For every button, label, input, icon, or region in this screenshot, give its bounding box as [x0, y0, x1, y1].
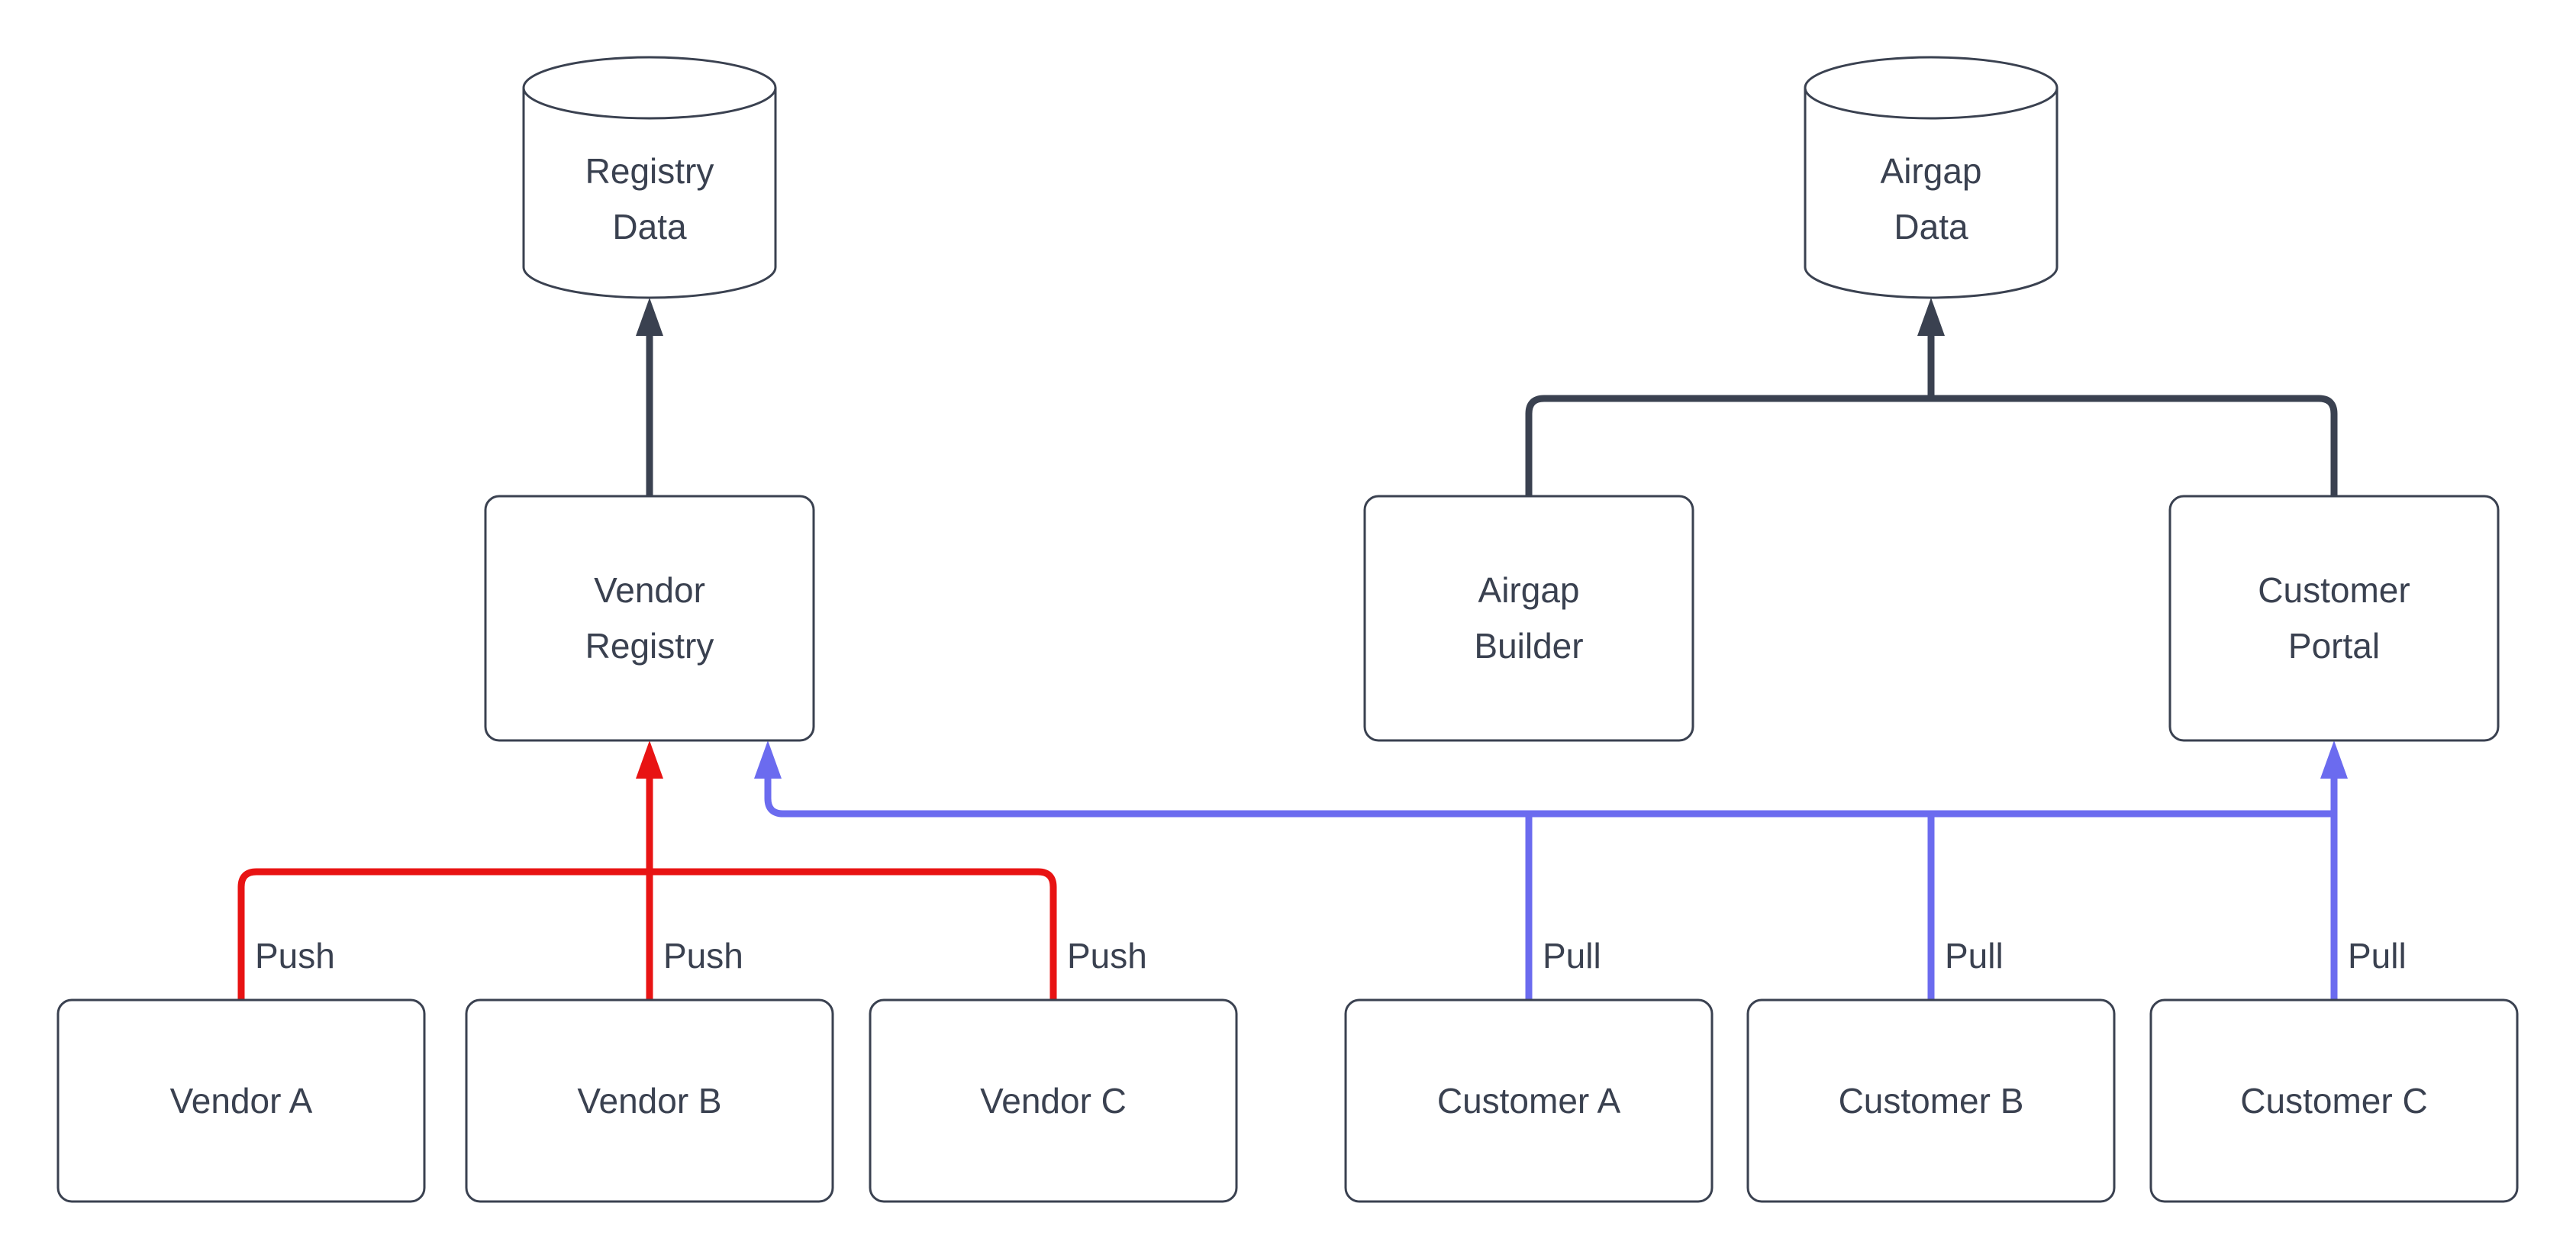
- customer-a-box: [1344, 998, 1714, 1203]
- airgap-data-arrowhead: [1917, 298, 1945, 336]
- vendor-c-box: [869, 998, 1238, 1203]
- pull-arrowhead-customer-portal: [2320, 740, 2348, 779]
- vendor-b-box: [465, 998, 834, 1203]
- edge-pull-bus: [764, 776, 2338, 1000]
- push-arrowhead-vendor-registry: [636, 740, 663, 779]
- registry-data-cylinder-body: [522, 88, 777, 299]
- airgap-data-cylinder-top: [1804, 56, 2059, 120]
- registry-data-arrowhead: [636, 298, 663, 336]
- vendor-a-box: [56, 998, 426, 1203]
- customer-b-box: [1746, 998, 2116, 1203]
- airgap-builder-box: [1363, 495, 1694, 742]
- edge-airgap-builder-customer-portal-tree: [1525, 395, 2338, 496]
- registry-data-cylinder-top: [522, 56, 777, 120]
- registry-data-cylinder: [522, 56, 777, 299]
- vendor-registry-box: [484, 495, 815, 742]
- pull-arrowhead-vendor-registry: [754, 740, 782, 779]
- customer-c-box: [2149, 998, 2519, 1203]
- airgap-data-cylinder: [1804, 56, 2059, 299]
- airgap-data-cylinder-body: [1804, 88, 2059, 299]
- customer-portal-box: [2168, 495, 2500, 742]
